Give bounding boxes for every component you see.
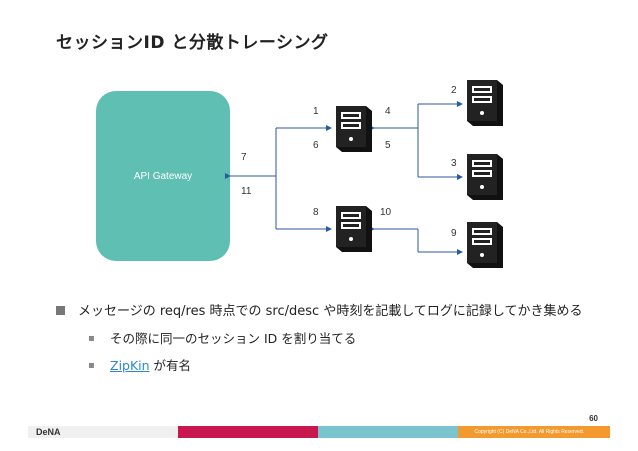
step-label: 5 — [385, 140, 391, 151]
step-label: 3 — [451, 158, 457, 169]
step-label: 9 — [451, 228, 457, 239]
dash-bullet-icon: ▪ — [88, 333, 95, 344]
step-label: 10 — [380, 207, 392, 218]
api-gateway-label: API Gateway — [133, 170, 193, 182]
zipkin-link[interactable]: ZipKin — [110, 358, 150, 373]
step-label: 7 — [241, 152, 247, 163]
copyright-text: Copyright (C) DeNA Co.,Ltd. All Rights R… — [474, 429, 585, 435]
api-gateway-box: API Gateway — [96, 91, 230, 261]
footer-bar — [0, 426, 638, 438]
server-icon — [336, 106, 372, 152]
dash-bullet-icon: ▪ — [88, 360, 95, 371]
server-icon — [467, 222, 503, 268]
slide-title: セッションID と分散トレーシング — [56, 33, 329, 53]
step-label: 2 — [451, 85, 457, 96]
footer-segment — [458, 426, 610, 438]
step-label: 4 — [385, 106, 391, 117]
bullet-main: メッセージの req/res 時点での src/desc や時刻を記載してログに… — [56, 302, 596, 321]
square-bullet-icon — [56, 306, 65, 315]
bullet-sub-2: ▪ ZipKin が有名 — [56, 357, 596, 375]
step-label: 6 — [313, 140, 319, 151]
bullet-list: メッセージの req/res 時点での src/desc や時刻を記載してログに… — [56, 302, 596, 375]
step-label: 1 — [313, 106, 319, 117]
server-icon — [467, 80, 503, 126]
footer-segment — [178, 426, 318, 438]
bullet-main-text: メッセージの req/res 時点での src/desc や時刻を記載してログに… — [78, 304, 583, 319]
bullet-sub-2-text: が有名 — [149, 358, 192, 373]
footer-segment — [28, 426, 178, 438]
step-label: 8 — [313, 207, 319, 218]
bullet-sub-1-text: その際に同一のセッション ID を割り当てる — [110, 331, 357, 346]
dena-logo: DeNA — [36, 427, 61, 437]
step-label: 11 — [241, 186, 252, 197]
footer-segment — [318, 426, 458, 438]
bullet-sub-1: ▪ その際に同一のセッション ID を割り当てる — [56, 330, 596, 348]
page-number: 60 — [589, 414, 598, 423]
server-icon — [467, 154, 503, 200]
server-icon — [336, 206, 372, 252]
